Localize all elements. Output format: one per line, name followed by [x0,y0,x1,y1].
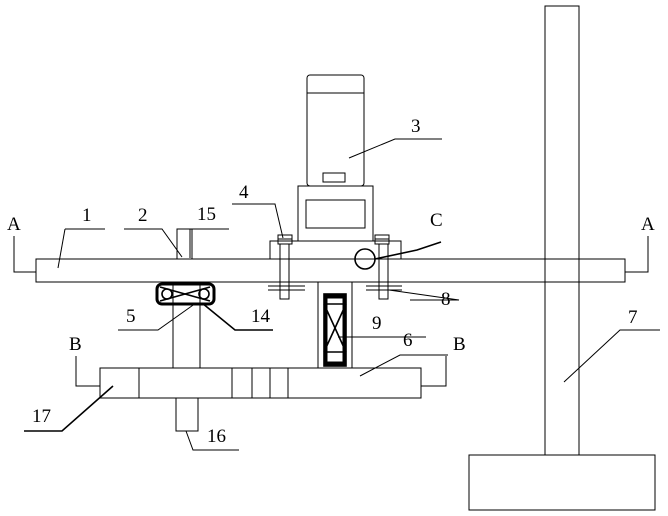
label-1: 1 [82,205,92,226]
bottom-plate [76,356,446,398]
label-7: 7 [628,307,638,328]
bearing [157,284,214,304]
label-14: 14 [251,306,271,327]
label-17: 17 [32,406,51,427]
frame-column [469,6,655,510]
label-b-right: B [453,334,466,355]
label-2: 2 [138,205,148,226]
label-3: 3 [411,116,421,137]
label-8: 8 [441,289,451,310]
label-4: 4 [239,182,249,203]
lower-shaft [176,398,198,431]
main-plate [36,259,625,282]
motor [270,75,401,259]
label-16: 16 [207,426,226,447]
label-15: 15 [197,204,216,225]
gear [324,294,346,366]
label-6: 6 [403,330,413,351]
label-a-right: A [641,214,655,235]
label-9: 9 [372,313,382,334]
bolts [268,235,402,299]
label-b-left: B [69,334,82,355]
label-a-left: A [7,214,21,235]
label-c: C [430,210,443,231]
label-5: 5 [126,306,136,327]
